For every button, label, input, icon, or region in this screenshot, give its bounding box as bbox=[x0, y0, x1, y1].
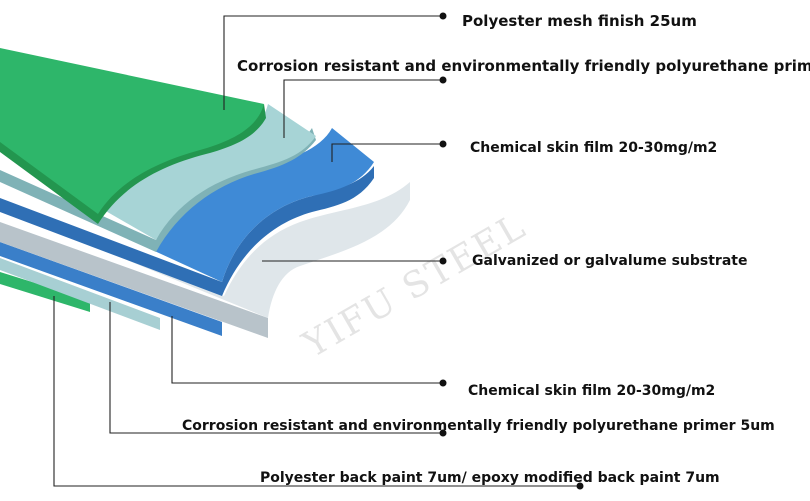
dot-top-finish bbox=[439, 12, 447, 20]
finish-layer bbox=[0, 48, 264, 214]
label-top-finish: Polyester mesh finish 25um bbox=[462, 12, 697, 30]
label-substrate: Galvanized or galvalume substrate bbox=[472, 253, 747, 269]
dot-bottom-primer bbox=[439, 429, 447, 437]
label-bottom-chem: Chemical skin film 20-30mg/m2 bbox=[468, 383, 715, 399]
substrate-layer bbox=[0, 182, 410, 318]
leader-top-primer bbox=[283, 79, 443, 138]
top-chem-layer bbox=[0, 128, 374, 282]
label-back-paint: Polyester back paint 7um/ epoxy modified… bbox=[260, 470, 720, 486]
dot-top-primer bbox=[439, 76, 447, 84]
finish-layer-side bbox=[0, 104, 266, 224]
dot-bottom-chem bbox=[439, 379, 447, 387]
leader-bottom-primer bbox=[109, 302, 443, 434]
dot-back-paint bbox=[576, 482, 584, 490]
labels: Polyester mesh finish 25um Corrosion res… bbox=[182, 12, 810, 486]
dot-top-chem bbox=[439, 140, 447, 148]
leader-bottom-chem bbox=[171, 316, 443, 384]
sheet-layers bbox=[0, 48, 410, 338]
bottom-primer-layer bbox=[0, 258, 160, 330]
top-chem-layer-side bbox=[0, 166, 374, 296]
back-paint-layer bbox=[0, 272, 90, 312]
leader-lines bbox=[53, 12, 584, 490]
leader-top-finish bbox=[223, 15, 443, 110]
label-bottom-primer: Corrosion resistant and environmentally … bbox=[182, 418, 775, 434]
leader-top-chem bbox=[331, 143, 443, 162]
label-top-primer: Corrosion resistant and environmentally … bbox=[237, 57, 810, 75]
label-top-chem: Chemical skin film 20-30mg/m2 bbox=[470, 140, 717, 156]
leader-back-paint bbox=[53, 296, 580, 487]
substrate-layer-side bbox=[0, 222, 268, 338]
dot-substrate bbox=[439, 257, 447, 265]
bottom-chem-layer bbox=[0, 242, 222, 336]
